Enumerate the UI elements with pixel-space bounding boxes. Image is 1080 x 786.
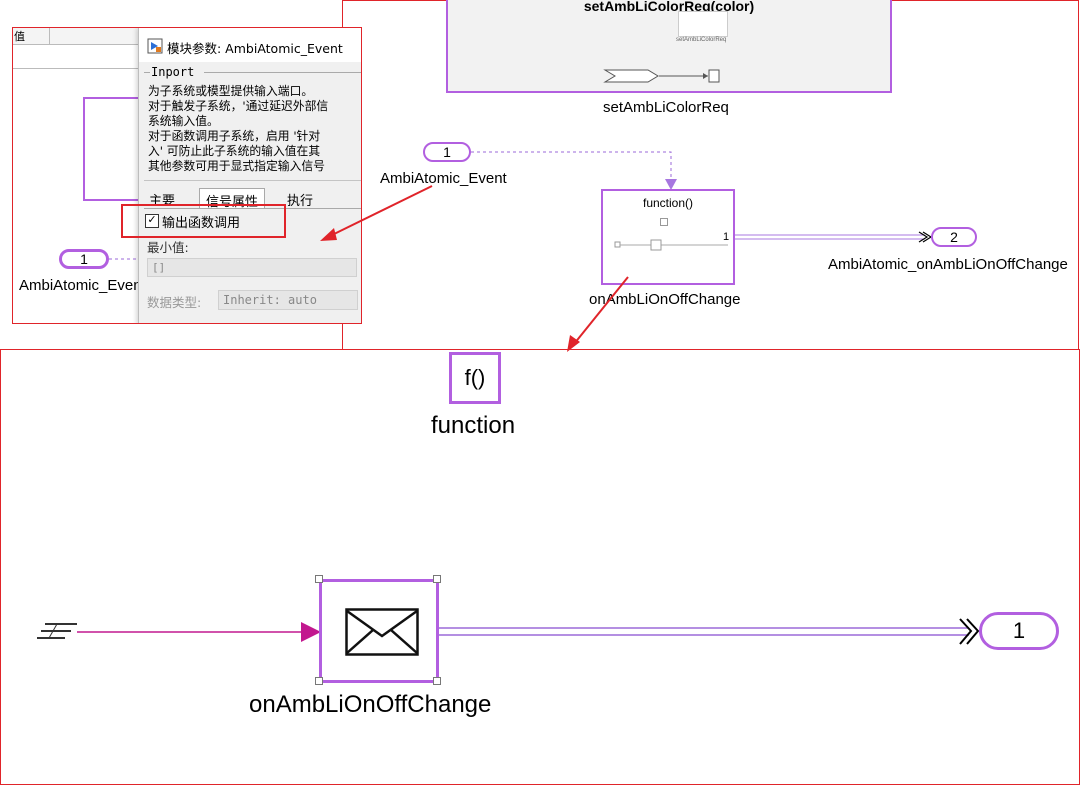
data-type-label: 数据类型: <box>147 295 202 310</box>
bus-line-top <box>735 231 933 243</box>
trigger-port-square <box>660 218 668 226</box>
background-table-divider <box>13 68 143 69</box>
setamb-inner-box <box>678 11 728 37</box>
subsystem-inner-slider <box>614 239 728 251</box>
inport-1[interactable]: 1 <box>423 142 471 162</box>
tab-execution[interactable]: 执行 <box>287 194 314 209</box>
data-type-field[interactable]: Inherit: auto <box>218 290 358 310</box>
function-call-subsystem-top-name: onAmbLiOnOffChange <box>589 291 741 308</box>
send-block-name: onAmbLiOnOffChange <box>249 691 492 718</box>
send-message-block[interactable] <box>319 579 439 683</box>
bottom-model-panel: f() function onAmbLiOnOffChange 1 <box>0 349 1080 785</box>
background-table-cell: 值 <box>14 30 25 43</box>
setamb-inner-small-label: setAmbLiColorReq <box>676 37 727 43</box>
left-inport-1[interactable]: 1 <box>59 249 109 269</box>
trigger-output-number: 1 <box>723 231 730 243</box>
output-function-call-checkbox[interactable]: ✓ <box>145 214 159 228</box>
setamb-subsystem-title: setAmbLiColorReq(color) <box>583 0 755 14</box>
min-value-field[interactable]: [] <box>147 258 357 277</box>
setamb-inner-arrow <box>603 69 720 83</box>
function-call-line-top <box>471 151 677 190</box>
ground-signal-svg <box>37 618 980 645</box>
dialog-tabs: 主要 信号属性 执行 <box>144 188 361 210</box>
dialog-titlebar[interactable]: 模块参数: AmbiAtomic_Event <box>139 28 361 62</box>
dialog-block-type-rule-right <box>204 72 361 73</box>
envelope-icon <box>345 608 419 656</box>
simulink-block-icon <box>147 38 163 54</box>
dialog-description: 为子系统或模型提供输入端口。 对于触发子系统，'通过延迟外部信 系统输入值。 对… <box>148 84 361 174</box>
function-trigger-block[interactable]: f() <box>449 352 501 404</box>
left-inport-line <box>109 258 149 260</box>
background-table-header: 值 <box>13 28 143 45</box>
desc-line-3: 系统输入值。 <box>148 114 219 128</box>
desc-line-2: 对于触发子系统，'通过延迟外部信 <box>148 99 329 113</box>
output-function-call-label: 输出函数调用 <box>162 216 241 231</box>
desc-line-6: 其他参数可用于显式指定输入信号 <box>148 159 325 173</box>
left-inport-name: AmbiAtomic_Event <box>19 277 146 294</box>
outport-2[interactable]: 2 <box>931 227 977 247</box>
output-function-call-row[interactable]: ✓ 输出函数调用 <box>144 211 359 233</box>
trigger-label: function() <box>642 196 694 210</box>
signal-arrowhead <box>301 622 321 642</box>
resize-handle-tl[interactable] <box>315 575 323 583</box>
bottom-outport-1[interactable]: 1 <box>979 612 1059 650</box>
dialog-block-type-rule <box>144 72 150 73</box>
desc-line-1: 为子系统或模型提供输入端口。 <box>148 84 314 98</box>
left-model-panel: 值 1 AmbiAtomic_Event 模块参数: AmbiAtomic_Ev… <box>12 27 362 324</box>
ground-icon <box>37 623 77 639</box>
block-parameters-dialog: 模块参数: AmbiAtomic_Event Inport 为子系统或模型提供输… <box>138 28 361 323</box>
desc-line-4: 对于函数调用子系统，启用 '针对 <box>148 129 321 143</box>
tab-signal-attributes[interactable]: 信号属性 <box>199 188 266 210</box>
desc-line-5: 入' 可防止此子系统的输入值在其 <box>148 144 321 158</box>
outport-2-name: AmbiAtomic_onAmbLiOnOffChange <box>828 256 1068 273</box>
setamb-subsystem-block[interactable]: setAmbLiColorReq(color) setAmbLiColorReq <box>446 0 892 93</box>
inport-1-name: AmbiAtomic_Event <box>380 170 507 187</box>
top-right-model-panel: setAmbLiColorReq(color) setAmbLiColorReq… <box>342 0 1079 350</box>
function-block-text: f() <box>464 365 486 390</box>
resize-handle-br[interactable] <box>433 677 441 685</box>
setamb-block-name: setAmbLiColorReq <box>603 99 729 116</box>
function-label: function <box>431 412 516 439</box>
dialog-title: 模块参数: AmbiAtomic_Event <box>167 41 343 56</box>
checkbox-highlight-box <box>121 204 286 238</box>
dialog-block-type: Inport <box>151 65 195 79</box>
resize-handle-tr[interactable] <box>433 575 441 583</box>
resize-handle-bl[interactable] <box>315 677 323 685</box>
min-value-label: 最小值: <box>147 240 189 255</box>
function-call-subsystem-top[interactable]: function() 1 <box>601 189 735 285</box>
dialog-description-rule <box>144 180 361 181</box>
